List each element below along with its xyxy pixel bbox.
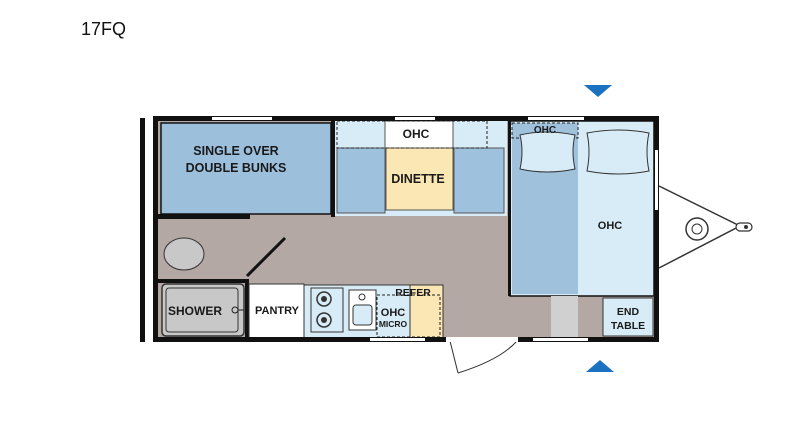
pillow-icon [586, 129, 650, 175]
bed-ohc-label: OHC [598, 220, 623, 232]
bunk-wall [158, 214, 250, 219]
sink-icon [348, 289, 377, 331]
bath-door [245, 236, 287, 278]
dinette-label: DINETTE [391, 172, 444, 186]
window [395, 117, 435, 120]
window [528, 117, 584, 120]
window [533, 338, 588, 341]
window [655, 150, 658, 210]
dinette-bench-right [453, 147, 505, 214]
refer-label: REFER [395, 287, 431, 299]
bath-wall [158, 279, 248, 283]
bunk-wall [331, 120, 335, 217]
wall-left [153, 116, 158, 342]
door-gap [446, 337, 518, 342]
hitch-icon [658, 185, 753, 269]
model-name: 17FQ [81, 19, 127, 39]
ohc-micro-label-2: MICRO [379, 319, 408, 329]
window [212, 117, 272, 120]
bed-ohc-top-label: OHC [534, 125, 556, 136]
nightstand [551, 296, 578, 338]
toilet-icon [163, 237, 205, 271]
shower-label: SHOWER [168, 304, 222, 318]
bunks-label-line2: DOUBLE BUNKS [186, 161, 287, 175]
slide-arrow-icon [586, 360, 614, 372]
pillow-icon [519, 131, 576, 173]
pantry-label: PANTRY [255, 305, 300, 317]
end-table [602, 297, 654, 337]
bed-ohc-dashed [511, 122, 579, 139]
dinette-bench-left [336, 147, 386, 214]
dinette-ohc-label: OHC [403, 127, 430, 141]
end-table-label-2: TABLE [611, 320, 645, 332]
bath-wall [245, 279, 249, 338]
stove-icon [310, 287, 344, 333]
shower-valve-icon [231, 306, 244, 314]
rear-bumper [140, 118, 145, 342]
dinette-ohc [384, 120, 454, 149]
bed-wall [508, 121, 511, 296]
slide-arrow-icon [584, 85, 612, 97]
bunks-label-line1: SINGLE OVER [193, 144, 278, 158]
end-table-label-1: END [617, 306, 640, 318]
ohc-micro-label-1: OHC [381, 307, 406, 319]
dinette-table [385, 147, 454, 211]
window [370, 338, 425, 341]
door-icon [449, 340, 518, 374]
wall-right [654, 116, 659, 342]
bunks [160, 122, 332, 215]
refer [409, 284, 444, 339]
